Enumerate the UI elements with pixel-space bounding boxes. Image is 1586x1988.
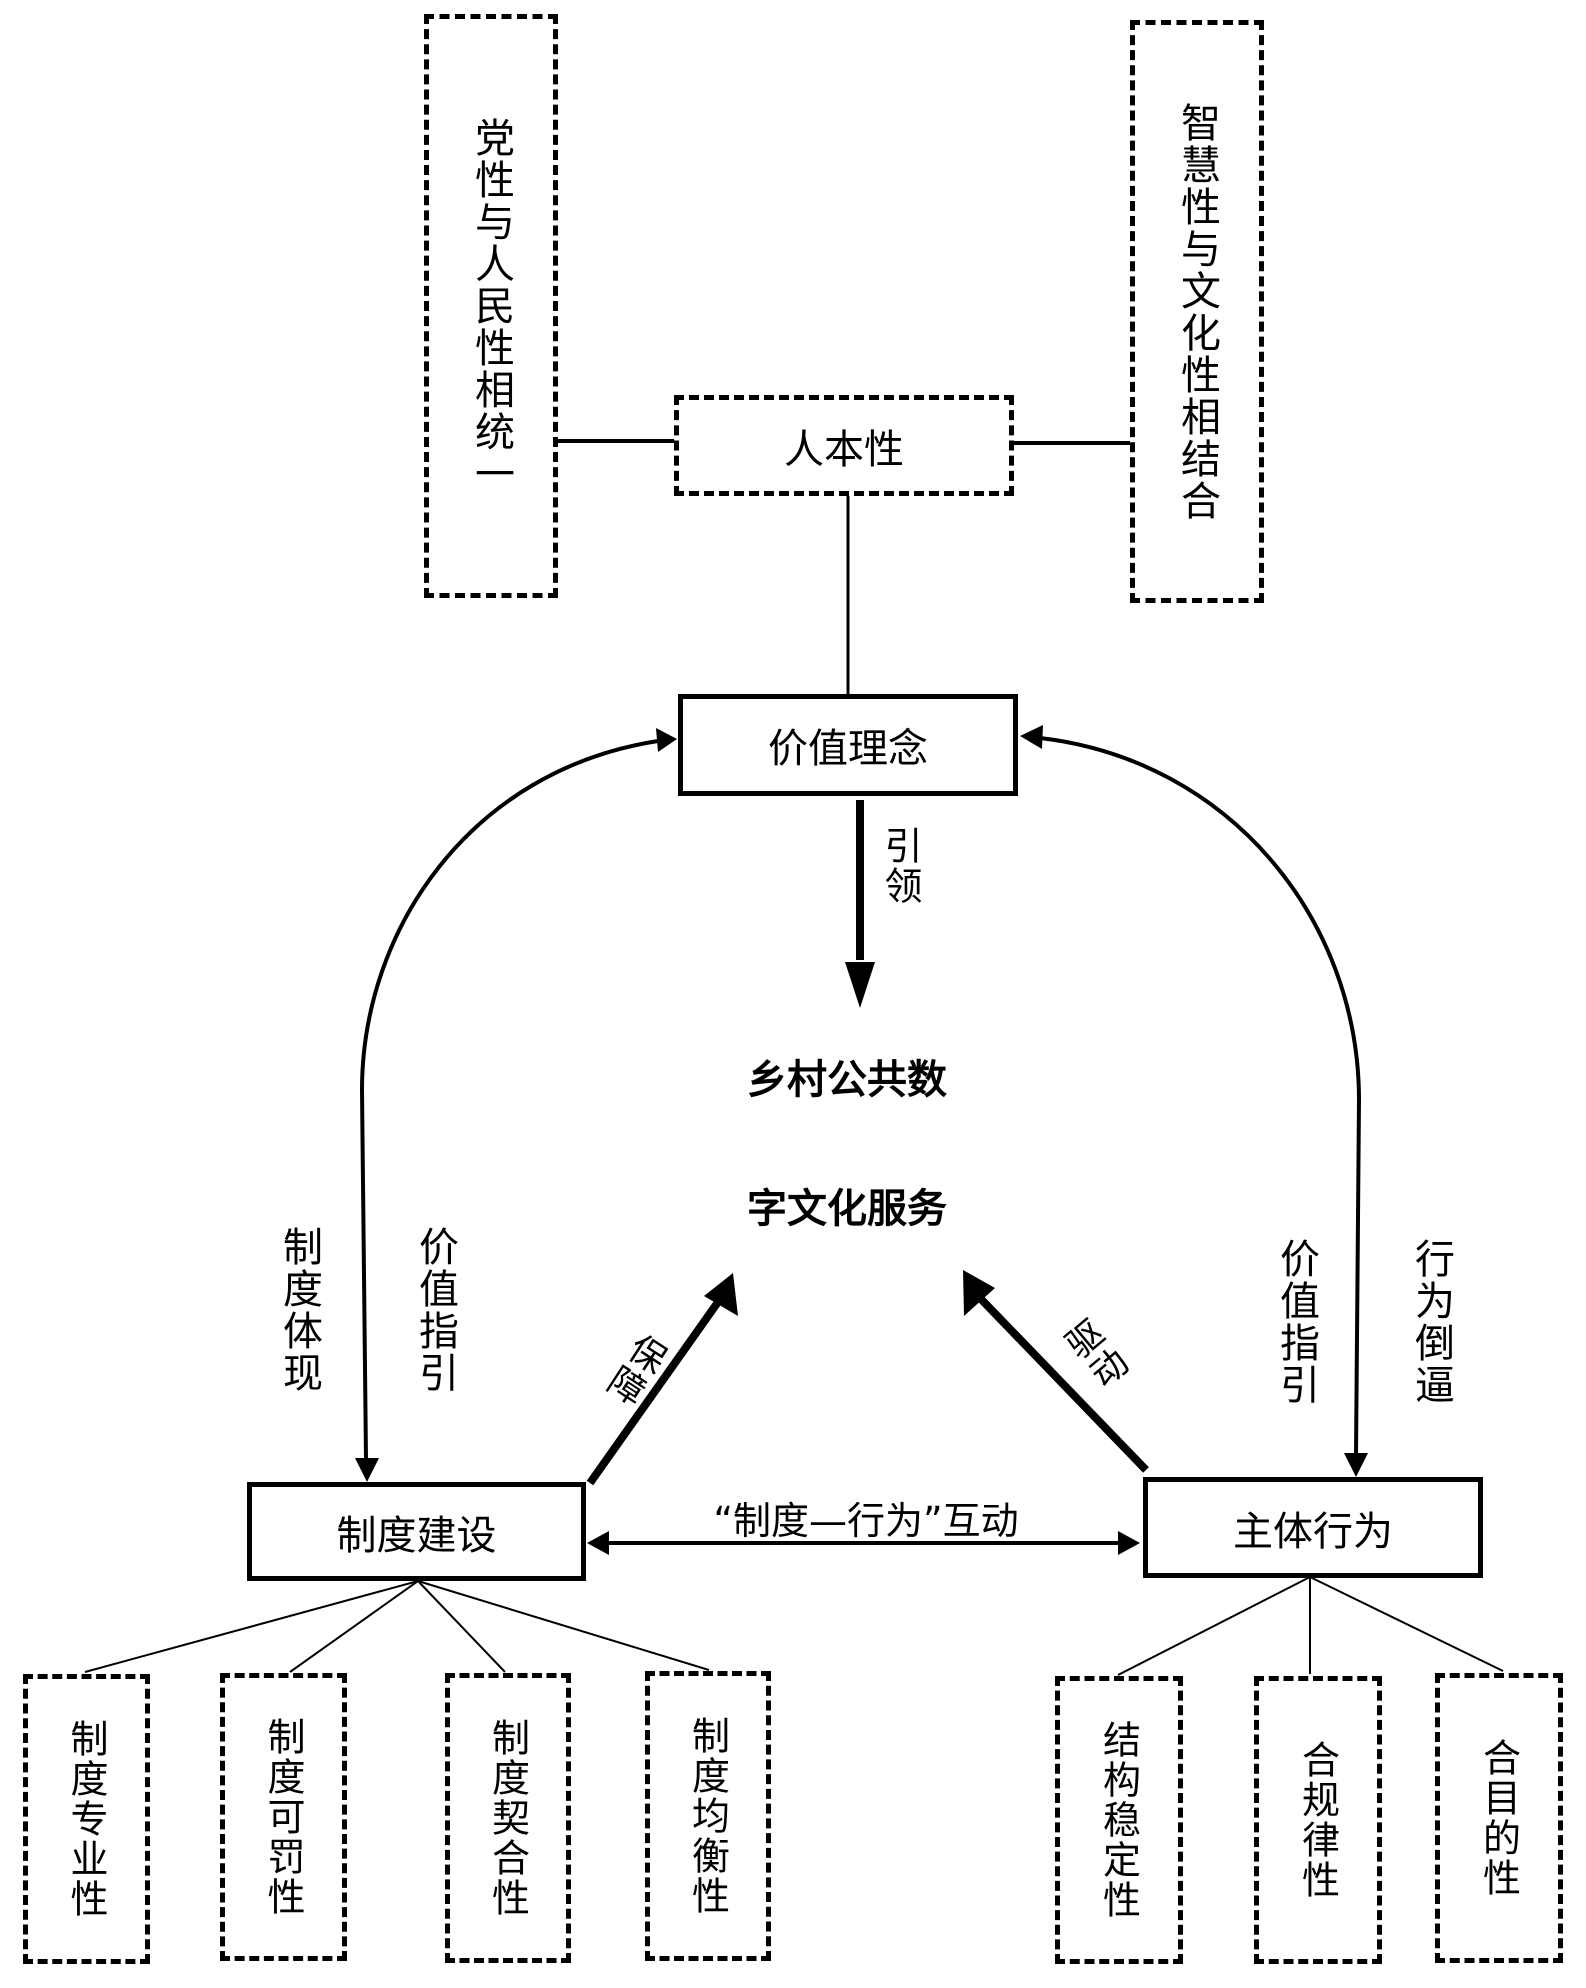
system-attribute-box: 制度可罚性 [220,1673,347,1961]
curve-value-system [359,739,659,1461]
node-subject-behavior-label: 主体行为 [1233,1508,1393,1555]
lead-arrowhead [845,962,875,1008]
system-attribute-label: 制度可罚性 [261,1717,305,1917]
node-wisdom-culture-label: 智慧性与文化性相结合 [1174,101,1220,522]
interaction-arrowhead-left [587,1531,609,1555]
behavior-attribute-box: 合规律性 [1254,1676,1382,1964]
fan-behavior-3 [1309,1576,1504,1672]
node-value-concept-label: 价值理念 [768,726,928,772]
system-attribute-label: 制度均衡性 [685,1716,730,1916]
curve-left-arrowhead-bottom [355,1458,379,1482]
center-title-line1: 乡村公共数 [747,1057,947,1103]
edge-label-system-embody: 制度体现 [276,1226,322,1394]
behavior-attribute-label: 结构稳定性 [1096,1720,1141,1920]
behavior-attribute-label: 合规律性 [1295,1740,1340,1900]
node-subject-behavior: 主体行为 [1143,1477,1483,1578]
drive-arrowhead [963,1270,995,1316]
curve-left-arrowhead-top [656,728,677,752]
edge-label-behavior-force: 行为倒逼 [1408,1238,1454,1406]
node-system-construction: 制度建设 [247,1482,586,1581]
curve-value-behavior [1039,736,1362,1456]
node-party-people-unity: 党性与人民性相统一 [424,14,558,598]
system-attribute-box: 制度专业性 [23,1674,150,1964]
system-attribute-label: 制度契合性 [485,1718,530,1918]
node-system-construction-label: 制度建设 [336,1512,497,1559]
curve-right-arrowhead-bottom [1344,1453,1368,1477]
edge-label-value-guide-left: 价值指引 [412,1226,458,1394]
curve-right-arrowhead-top [1020,725,1043,749]
fan-system-2 [289,1580,419,1673]
fan-system-4 [417,1580,710,1671]
edge-label-interaction: “制度—行为”互动 [713,1499,1019,1543]
center-title-line2: 字文化服务 [747,1186,947,1232]
edge-label-lead: 引领 [878,826,922,906]
system-attribute-box: 制度契合性 [445,1673,571,1963]
node-humanity: 人本性 [674,395,1014,496]
node-value-concept: 价值理念 [678,694,1018,796]
fan-system-3 [417,1580,506,1673]
system-attribute-box: 制度均衡性 [645,1671,771,1961]
guarantee-arrow [586,1299,722,1486]
fan-system-1 [84,1580,419,1673]
interaction-arrowhead-right [1118,1531,1140,1555]
drive-arrow [977,1295,1149,1473]
fan-behavior-1 [1117,1576,1311,1676]
behavior-attribute-box: 合目的性 [1435,1673,1563,1963]
node-wisdom-culture: 智慧性与文化性相结合 [1130,20,1264,603]
node-humanity-label: 人本性 [784,426,904,473]
guarantee-arrowhead [704,1273,738,1316]
system-attribute-label: 制度专业性 [64,1719,108,1919]
behavior-attribute-label: 合目的性 [1476,1738,1521,1898]
behavior-attribute-box: 结构稳定性 [1055,1676,1183,1964]
node-party-people-unity-label: 党性与人民性相统一 [468,117,514,495]
edge-label-value-guide-right: 价值指引 [1273,1238,1319,1406]
